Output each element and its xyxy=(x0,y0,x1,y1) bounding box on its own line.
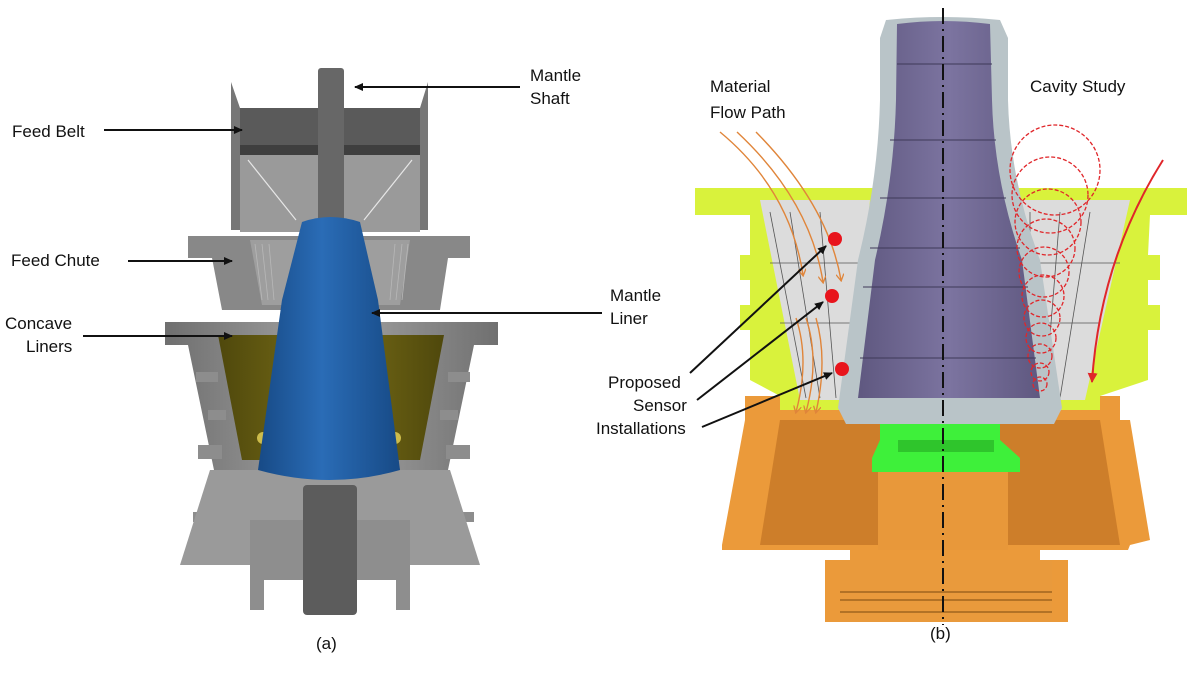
panel-a-labels: Mantle Shaft Feed Belt Feed Chute Concav… xyxy=(5,66,661,653)
label-concave-liners-line2: Liners xyxy=(26,337,72,356)
caption-b: (b) xyxy=(930,624,951,643)
panel-a-crusher-model xyxy=(165,68,498,615)
label-concave-liners-line1: Concave xyxy=(5,314,72,333)
label-sensor-line2: Sensor xyxy=(633,396,687,415)
label-cavity-study: Cavity Study xyxy=(1030,77,1126,96)
mantle-liner xyxy=(258,217,400,480)
arrow-sensor-1 xyxy=(689,245,827,374)
caption-a: (a) xyxy=(316,634,337,653)
label-mantle-shaft-line2: Shaft xyxy=(530,89,570,108)
panel-b-cross-section xyxy=(695,8,1187,625)
sensor-dot-3 xyxy=(835,362,849,376)
panel-b-labels: Material Flow Path Cavity Study Proposed… xyxy=(596,77,1126,643)
arrow-sensor-3 xyxy=(701,372,833,428)
cavity-study-loops xyxy=(1009,124,1101,392)
cavity-flow-arrow xyxy=(1087,159,1164,383)
material-flow-arrows xyxy=(719,131,841,412)
label-mantle-liner-line1: Mantle xyxy=(610,286,661,305)
sensor-markers xyxy=(825,232,849,376)
arrow-sensor-2 xyxy=(696,301,824,401)
label-feed-belt: Feed Belt xyxy=(12,122,85,141)
label-sensor-line3: Installations xyxy=(596,419,686,438)
label-mantle-liner-line2: Liner xyxy=(610,309,648,328)
label-sensor-line1: Proposed xyxy=(608,373,681,392)
label-material-flow-line2: Flow Path xyxy=(710,103,786,122)
label-feed-chute: Feed Chute xyxy=(11,251,100,270)
sensor-dot-1 xyxy=(828,232,842,246)
label-material-flow-line1: Material xyxy=(710,77,770,96)
mantle-shaft xyxy=(318,68,344,228)
mantle-purple xyxy=(858,21,1040,398)
sensor-dot-2 xyxy=(825,289,839,303)
label-mantle-shaft-line1: Mantle xyxy=(530,66,581,85)
